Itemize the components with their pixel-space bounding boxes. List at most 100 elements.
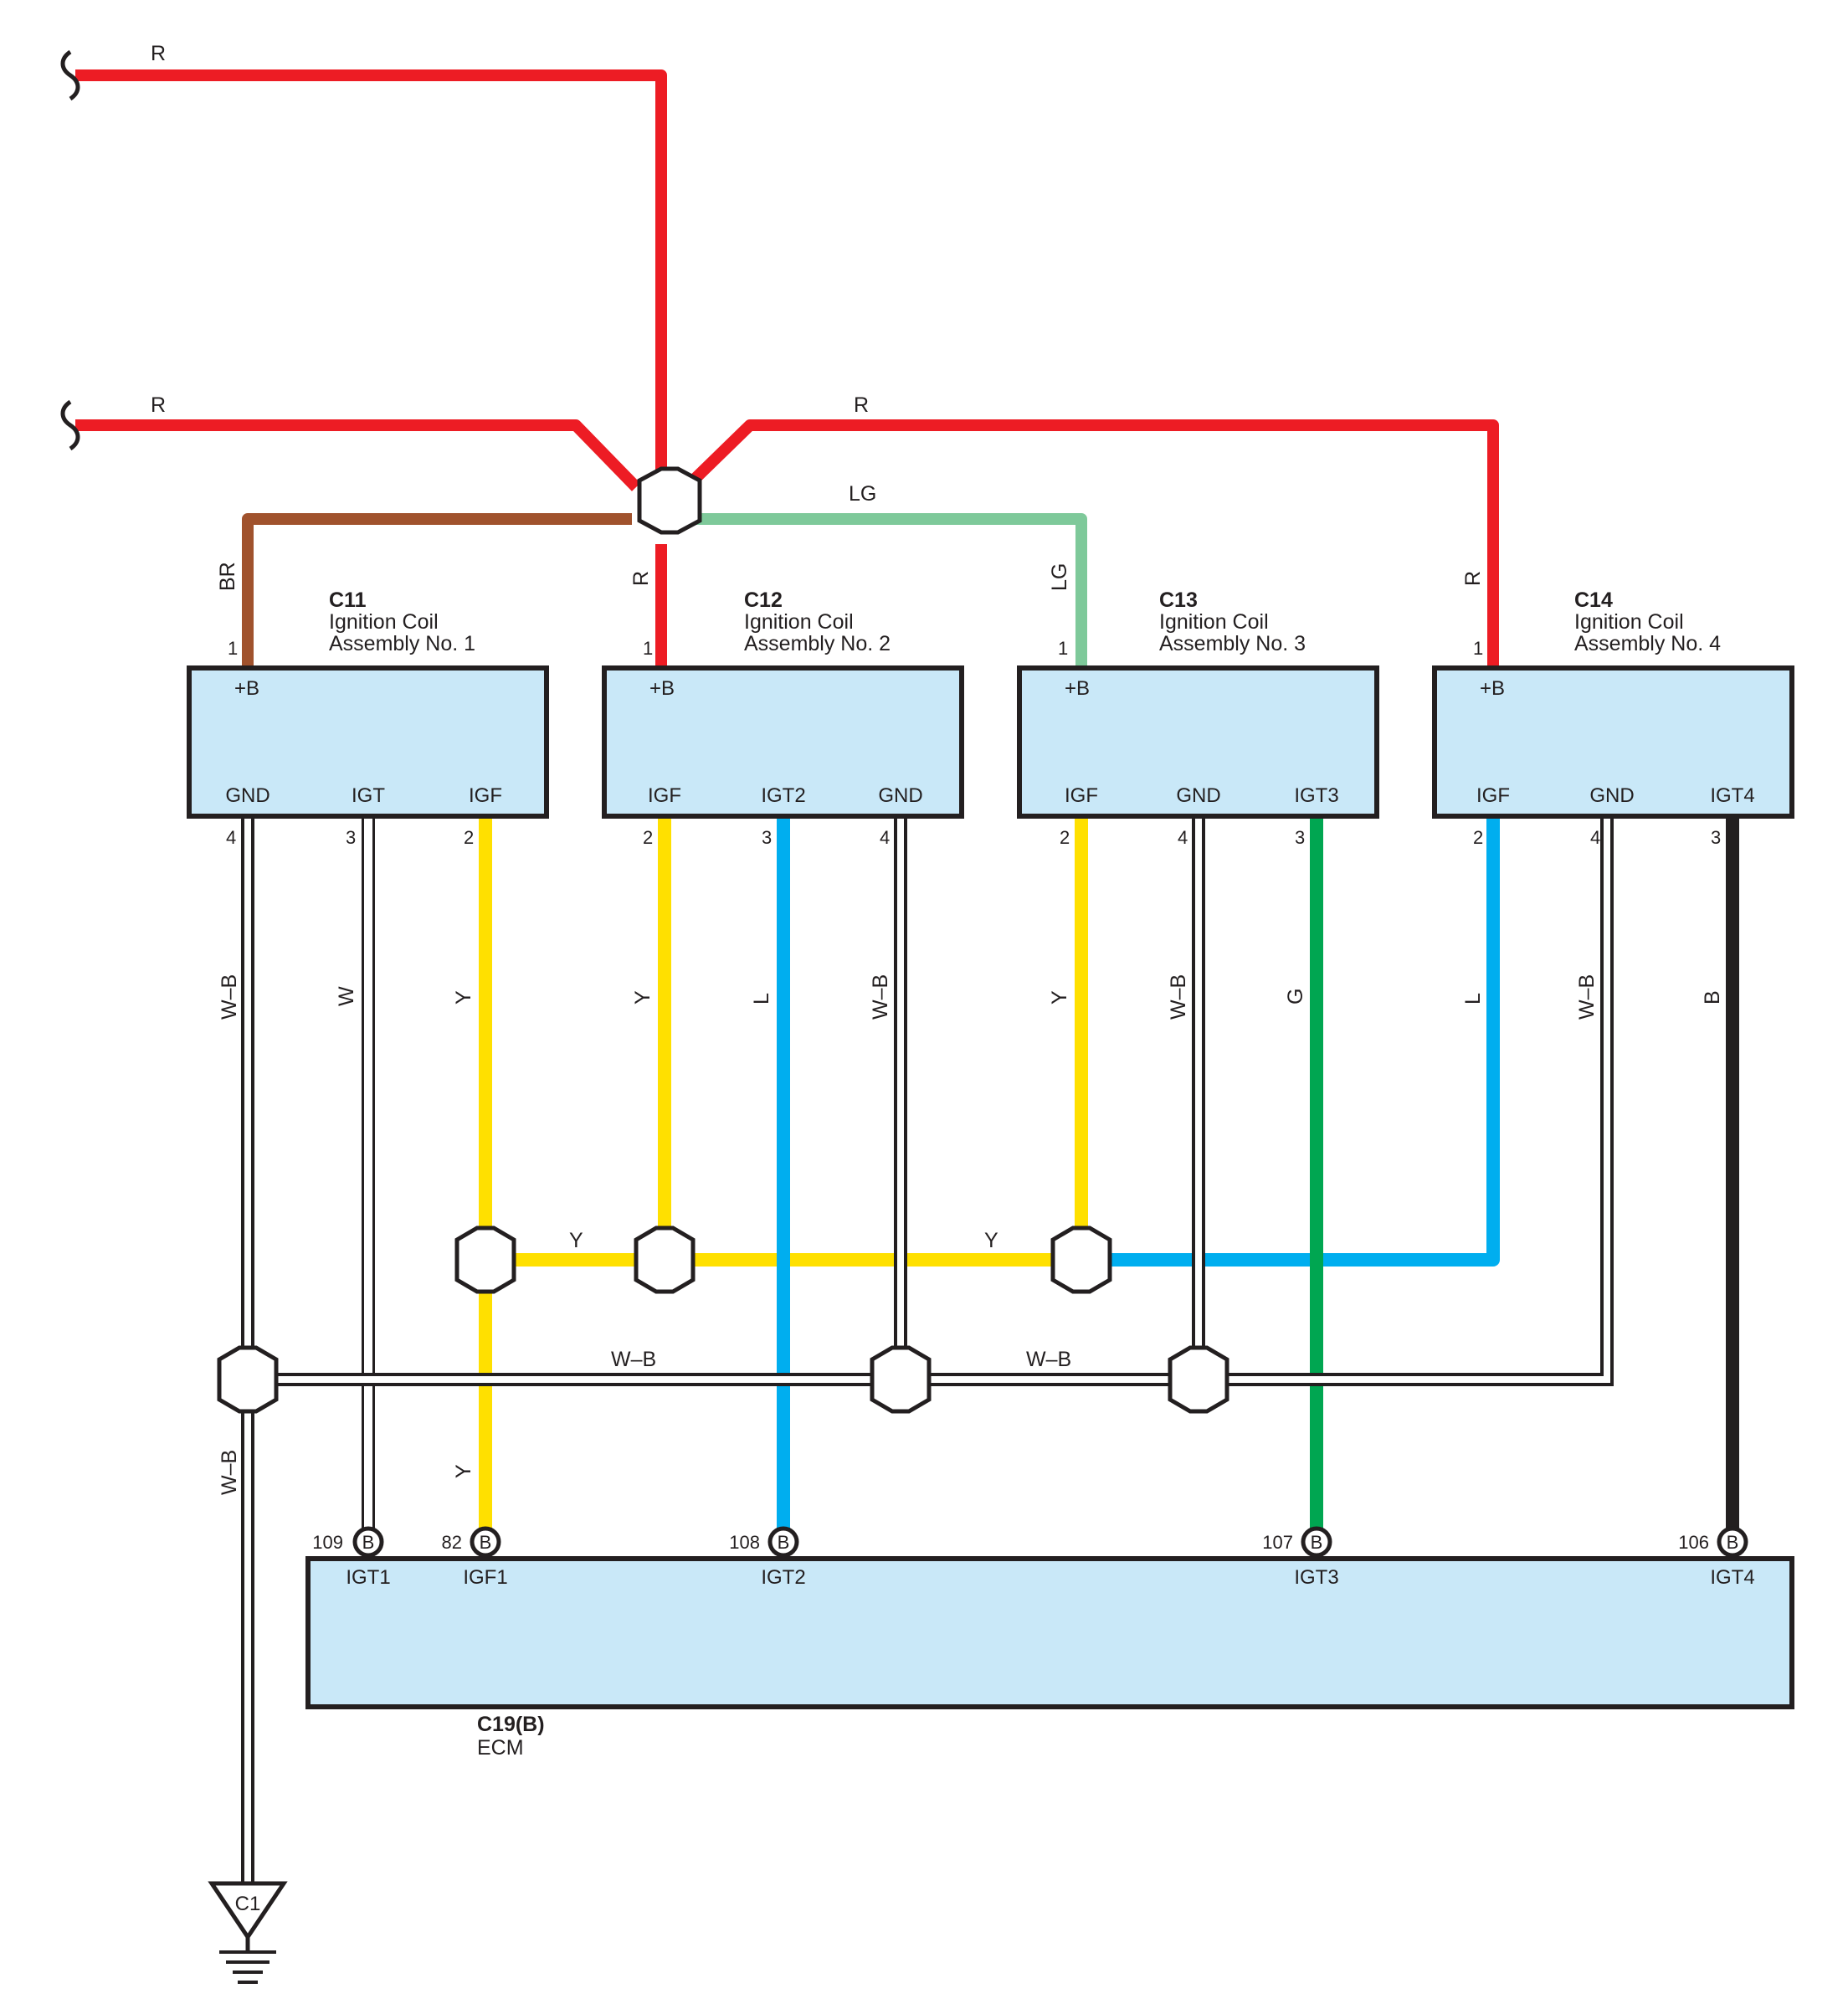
c11-pin-no-4: 4 bbox=[226, 827, 236, 848]
wire-wb-outline bbox=[248, 817, 1614, 1386]
c11-pin-igt: IGT bbox=[352, 784, 385, 807]
c11-top-pin-no: 1 bbox=[228, 638, 238, 659]
wire-label-c12-p3: L bbox=[750, 993, 773, 1004]
c13-code: C13 bbox=[1159, 588, 1198, 612]
ecm-pin-name: IGT4 bbox=[1710, 1566, 1754, 1589]
ecm-pin-igt4: 106 B IGT4 bbox=[1678, 1526, 1755, 1589]
wire-label-c13-p4: W–B bbox=[1167, 974, 1190, 1020]
c14-top-pin: +B bbox=[1480, 677, 1505, 700]
c12-top-pin-no: 1 bbox=[643, 638, 653, 659]
ecm-pin-no: 108 bbox=[729, 1532, 760, 1553]
wire-label-br: BR bbox=[216, 562, 239, 591]
wire-label-wb-ground: W–B bbox=[218, 1450, 241, 1495]
c13-name-line1: Ignition Coil bbox=[1159, 610, 1269, 634]
ecm-pin-name: IGT2 bbox=[761, 1566, 805, 1589]
c14-top-pin-no: 1 bbox=[1473, 638, 1483, 659]
wire-r-top bbox=[75, 69, 667, 492]
wire-r-right bbox=[682, 419, 1499, 668]
wire-label-r-mid: R bbox=[151, 393, 166, 417]
wire-label-c14-p3: B bbox=[1701, 990, 1724, 1004]
splice-y-c12 bbox=[634, 1225, 696, 1294]
ecm-pin-igf1: 82 B IGF1 bbox=[442, 1526, 508, 1589]
ecm-terminal bbox=[470, 1526, 501, 1558]
c14-box bbox=[1432, 665, 1794, 819]
c13-pin-no-4: 4 bbox=[1178, 827, 1188, 848]
c13-pin-igt3: IGT3 bbox=[1294, 784, 1338, 807]
c13-top-pin: +B bbox=[1065, 677, 1090, 700]
wire-label-y-ecm: Y bbox=[452, 1464, 475, 1478]
ecm-pin-igt3: 107 B IGT3 bbox=[1262, 1526, 1339, 1589]
c13-pin-igf: IGF bbox=[1065, 784, 1098, 807]
c12-box bbox=[602, 665, 964, 819]
c12-top-pin: +B bbox=[649, 677, 675, 700]
ecm-terminal-letter: B bbox=[778, 1532, 790, 1553]
wire-wb-group bbox=[241, 817, 1614, 1883]
c13-pin-no-3: 3 bbox=[1295, 827, 1305, 848]
splices bbox=[217, 466, 1229, 1414]
c12-pin-igf: IGF bbox=[648, 784, 681, 807]
wire-r-mid bbox=[75, 419, 641, 491]
component-c12: C12 Ignition Coil Assembly No. 2 1 +B IG… bbox=[602, 588, 964, 848]
ecm-pin-no: 106 bbox=[1678, 1532, 1709, 1553]
c14-pin-no-2: 2 bbox=[1473, 827, 1483, 848]
c12-pin-no-4: 4 bbox=[880, 827, 890, 848]
ecm-terminal bbox=[352, 1526, 384, 1558]
wire-label-wb-bus-left: W–B bbox=[611, 1348, 656, 1371]
component-ecm: 109 B IGT1 82 B IGF1 108 B IGT2 107 B IG… bbox=[305, 1526, 1794, 1760]
wire-label-c11-p3: W bbox=[335, 986, 358, 1006]
c11-name-line1: Ignition Coil bbox=[329, 610, 439, 634]
c14-pin-no-4: 4 bbox=[1590, 827, 1600, 848]
wire-label-lg-c13: LG bbox=[1048, 563, 1071, 591]
wire-label-c14-p4: W–B bbox=[1575, 974, 1599, 1020]
component-c11: C11 Ignition Coil Assembly No. 1 1 +B GN… bbox=[187, 588, 549, 848]
wire-label-c12-p2: Y bbox=[631, 990, 654, 1004]
splice-wb-left bbox=[217, 1345, 279, 1414]
c11-pin-gnd: GND bbox=[225, 784, 270, 807]
wire-label-c13-p2: Y bbox=[1048, 990, 1071, 1004]
c11-box bbox=[187, 665, 549, 819]
ecm-terminal bbox=[1717, 1526, 1748, 1558]
c12-pin-igt2: IGT2 bbox=[761, 784, 805, 807]
c12-name-line1: Ignition Coil bbox=[744, 610, 854, 634]
splice-wb-c13 bbox=[1168, 1345, 1229, 1414]
wire-br bbox=[242, 513, 632, 668]
ecm-pin-no: 107 bbox=[1262, 1532, 1293, 1553]
ecm-terminal bbox=[1301, 1526, 1332, 1558]
c14-name-line2: Assembly No. 4 bbox=[1574, 632, 1721, 655]
ecm-terminal-letter: B bbox=[1311, 1532, 1323, 1553]
ecm-code: C19(B) bbox=[477, 1713, 545, 1736]
c12-pin-gnd: GND bbox=[878, 784, 922, 807]
wire-label-r-c12: R bbox=[629, 571, 653, 586]
wire-label-r-c14: R bbox=[1461, 571, 1485, 586]
wire-label-c11-p2: Y bbox=[452, 990, 475, 1004]
c12-name-line2: Assembly No. 2 bbox=[744, 632, 891, 655]
ecm-terminal bbox=[767, 1526, 799, 1558]
ecm-pin-no: 109 bbox=[312, 1532, 343, 1553]
c14-code: C14 bbox=[1574, 588, 1613, 612]
wire-break-mid bbox=[60, 399, 80, 451]
ground-label: C1 bbox=[235, 1893, 261, 1915]
c13-box bbox=[1017, 665, 1379, 819]
wire-label-y-bus-left: Y bbox=[569, 1229, 583, 1252]
c14-pin-igt4: IGT4 bbox=[1710, 784, 1754, 807]
ecm-pin-igt1: 109 B IGT1 bbox=[312, 1526, 391, 1589]
component-c13: C13 Ignition Coil Assembly No. 3 1 +B IG… bbox=[1017, 588, 1379, 848]
c13-top-pin-no: 1 bbox=[1058, 638, 1068, 659]
c11-pin-no-2: 2 bbox=[464, 827, 474, 848]
c11-top-pin: +B bbox=[234, 677, 259, 700]
ecm-terminal-letter: B bbox=[1727, 1532, 1739, 1553]
c13-pin-gnd: GND bbox=[1176, 784, 1220, 807]
wire-label-c13-p3: G bbox=[1284, 989, 1307, 1004]
c14-pin-no-3: 3 bbox=[1711, 827, 1721, 848]
wire-lg bbox=[690, 513, 1087, 668]
c11-code: C11 bbox=[329, 588, 367, 612]
wire-label-wb-bus-right: W–B bbox=[1026, 1348, 1071, 1371]
ground-c1: C1 bbox=[208, 1881, 288, 1984]
wire-label-r-top: R bbox=[151, 42, 166, 65]
wire-label-r-right: R bbox=[854, 393, 869, 417]
wire-label-c12-p4: W–B bbox=[869, 974, 892, 1020]
c11-name-line2: Assembly No. 1 bbox=[329, 632, 475, 655]
c13-pin-no-2: 2 bbox=[1060, 827, 1070, 848]
ecm-pin-name: IGF1 bbox=[463, 1566, 507, 1589]
